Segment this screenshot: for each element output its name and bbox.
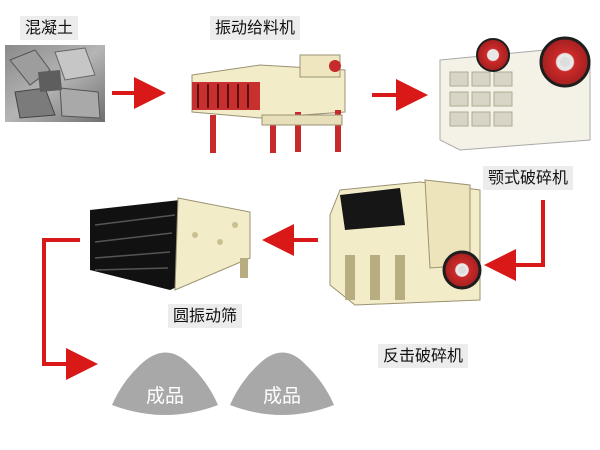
product-mound-2: 成品 — [230, 352, 334, 415]
arrow-screen-to-product — [42, 238, 98, 380]
concrete-photo — [5, 45, 105, 122]
product-label-2: 成品 — [263, 385, 301, 407]
jaw-crusher-image — [439, 36, 591, 151]
circular-vibrating-screen-image — [90, 197, 251, 291]
product-mound-1: 成品 — [112, 352, 218, 415]
product-label-1: 成品 — [146, 385, 184, 407]
vibrating-feeder-image — [191, 54, 346, 153]
label-vibrating-feeder: 振动给料机 — [210, 16, 301, 40]
label-concrete: 混凝土 — [20, 16, 79, 40]
label-impact-crusher: 反击破碎机 — [378, 344, 469, 368]
impact-crusher-image — [329, 179, 482, 306]
label-jaw-crusher: 颚式破碎机 — [483, 166, 574, 190]
label-circular-vibrating-screen: 圆振动筛 — [168, 304, 243, 328]
flow-arrows — [42, 77, 545, 380]
arrow-jaw-to-impact — [484, 200, 545, 281]
